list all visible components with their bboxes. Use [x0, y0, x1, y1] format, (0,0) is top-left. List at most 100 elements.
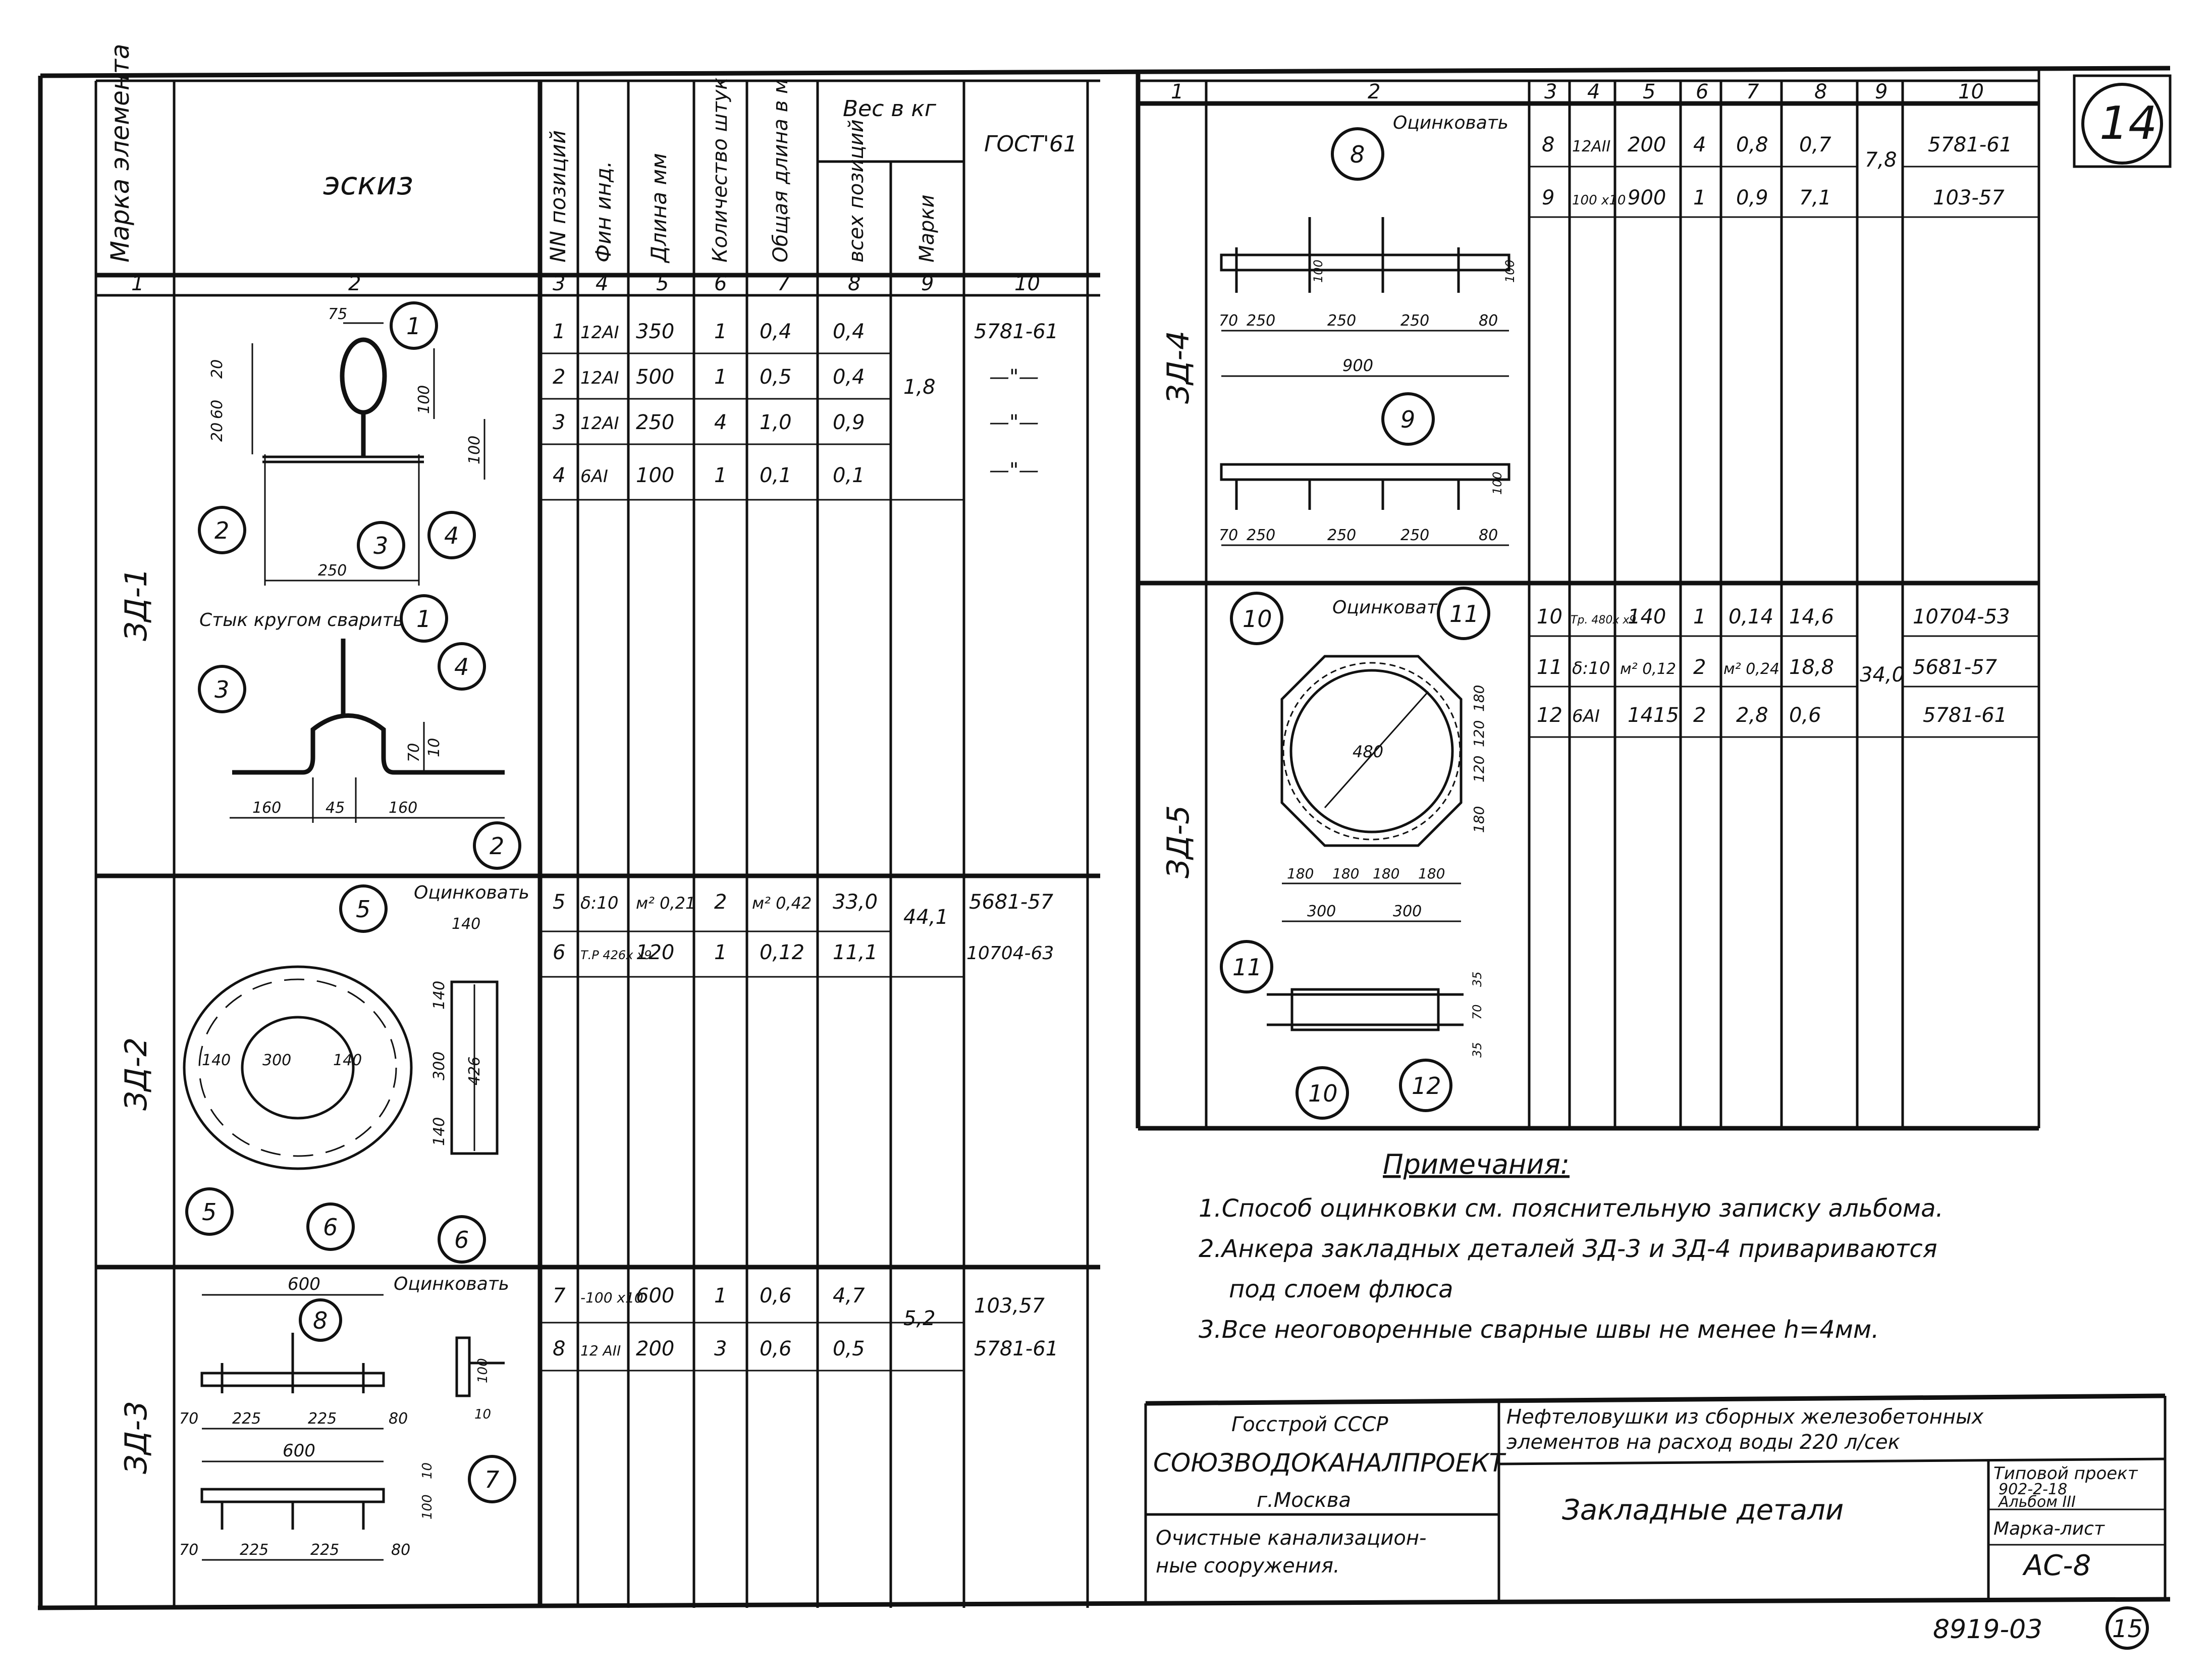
mark-zd2: ЗД-2 — [119, 1037, 154, 1111]
col-num: 6 — [714, 272, 727, 295]
table-row: 4 6AI 100 1 0,1 0,1 —"— — [553, 459, 1039, 487]
dim: 80 — [1479, 527, 1498, 544]
dim: 120 — [1471, 756, 1487, 782]
cell-length: 200 — [1628, 133, 1666, 156]
cell-profile: Т.Р 426х х9 — [580, 948, 652, 962]
cell-gost: 10704-53 — [1913, 605, 2010, 628]
cell-w-all: 0,1 — [833, 464, 865, 487]
dim: 100 — [475, 1358, 491, 1383]
col-num: 4 — [596, 272, 608, 295]
left-col-numbers: 1 2 3 4 5 6 7 8 9 10 — [131, 272, 1040, 295]
cell-w-mark: 34,0 — [1860, 663, 1905, 687]
cell-pos: 7 — [553, 1284, 566, 1307]
dim: 900 — [1342, 356, 1373, 375]
col-num: 10 — [1014, 272, 1040, 295]
balloon-4: 4 — [444, 522, 459, 549]
right-table-grid — [1136, 68, 2040, 1131]
cell-profile: 12AI — [580, 368, 619, 388]
galvanize-note: Оцинковать — [1393, 113, 1508, 133]
cell-total: 0,9 — [1736, 186, 1768, 210]
balloon-2: 2 — [214, 517, 229, 544]
dept-line1: Очистные канализацион- — [1156, 1527, 1426, 1550]
balloon-5: 5 — [356, 896, 370, 923]
cell-pos: 11 — [1537, 656, 1562, 679]
cell-w-all: 14,6 — [1789, 605, 1834, 628]
dim: 180 — [1471, 806, 1487, 833]
right-col-numbers: 1 2 3 4 5 6 7 8 9 10 — [1171, 80, 1984, 103]
balloon-1: 1 — [406, 312, 421, 340]
cell-pos: 3 — [553, 411, 565, 434]
title-block: Госстрой СССР СОЮЗВОДОКАНАЛПРОЕКТ г.Моск… — [1144, 1393, 2167, 1603]
table-row: 6 Т.Р 426х х9 120 1 0,12 11,1 10704-63 — [553, 941, 1054, 964]
dim: 45 — [326, 799, 345, 817]
balloon-3: 3 — [373, 532, 388, 559]
cell-gost: 103,57 — [974, 1294, 1045, 1318]
dim: 10 — [420, 1462, 435, 1479]
cell-w-all: 18,8 — [1789, 656, 1834, 679]
cell-length: 100 — [636, 464, 674, 487]
header-sketch: эскиз — [323, 165, 413, 202]
dim: 180 — [1332, 865, 1359, 882]
cell-qty: 1 — [714, 320, 727, 343]
dim: 250 — [1327, 527, 1356, 544]
cell-pos: 5 — [553, 891, 565, 914]
notes: Примечания: 1.Способ оцинковки см. поясн… — [1199, 1148, 1944, 1344]
dim: 160 — [252, 799, 281, 817]
cell-total: 1,0 — [760, 411, 792, 434]
dim: 20 — [208, 423, 226, 442]
sheet-number-top-text: 14 — [2099, 97, 2157, 150]
cell-w-all: 11,1 — [833, 941, 878, 964]
cell-gost: 5781-61 — [1928, 133, 2012, 156]
cell-profile: 12AII — [1572, 138, 1611, 155]
header-mark: Марка элемента — [105, 44, 135, 263]
cell-profile: 12 AII — [580, 1342, 621, 1359]
header-weight: Вес в кг — [843, 96, 937, 122]
col-num: 7 — [1746, 80, 1759, 103]
cell-pos: 1 — [553, 320, 565, 343]
balloon-6: 6 — [454, 1226, 469, 1253]
dim: 180 — [1471, 685, 1487, 712]
note-item: 1.Способ оцинковки см. пояснительную зап… — [1199, 1194, 1944, 1223]
cell-gost: 103-57 — [1933, 186, 2005, 210]
cell-total: 0,12 — [760, 941, 804, 964]
dim: 225 — [308, 1410, 337, 1428]
joint-note: Стык кругом сварить — [199, 610, 404, 631]
cell-pos: 9 — [1542, 186, 1554, 210]
dim: 250 — [1400, 527, 1429, 544]
cell-profile: 6AI — [580, 466, 608, 487]
header-qty: Количество штук — [709, 78, 732, 263]
table-row: 7 -100 х10 600 1 0,6 4,7 5,2 103,57 — [553, 1284, 1045, 1330]
balloon-8: 8 — [313, 1307, 328, 1334]
balloon-10: 10 — [1243, 605, 1272, 633]
table-row: 11 δ:10 м² 0,12 2 м² 0,24 18,8 5681-57 — [1537, 656, 1998, 679]
cell-w-mark: 5,2 — [903, 1307, 936, 1330]
cell-qty: 1 — [1693, 605, 1706, 628]
right-table-rows: ЗД-4 ЗД-5 8 12AII 200 4 0,8 0,7 7,8 5781… — [1161, 133, 2012, 878]
header-profile: Фин инд. — [591, 161, 616, 263]
table-row: 8 12 AII 200 3 0,6 0,5 5781-61 — [553, 1337, 1058, 1360]
dim: 180 — [1287, 865, 1314, 882]
dim: 100 — [466, 436, 483, 464]
project-line2: элементов на расход воды 220 л/сек — [1506, 1431, 1900, 1454]
cell-gost: 5681-57 — [1913, 656, 1998, 679]
dim: 70 — [405, 743, 423, 762]
cell-total: 0,1 — [760, 464, 792, 487]
dim: 140 — [430, 1117, 448, 1146]
header-total-len: Общая длина в м — [769, 79, 792, 263]
dim: 600 — [283, 1441, 315, 1461]
col-num: 8 — [1814, 80, 1827, 103]
balloon-4: 4 — [454, 653, 469, 680]
cell-gost: —"— — [989, 459, 1039, 482]
dim: 300 — [1307, 903, 1336, 920]
dim: 100 — [1311, 259, 1325, 283]
cell-profile: 100 х10 — [1572, 193, 1626, 208]
cell-total: 0,6 — [760, 1337, 792, 1360]
dim: 160 — [389, 799, 417, 817]
cell-length: 350 — [636, 320, 674, 343]
table-row: 12 6AI 1415 2 2,8 0,6 5781-61 — [1537, 704, 2007, 727]
cell-profile: δ:10 — [580, 893, 619, 913]
cell-gost: —"— — [989, 365, 1039, 389]
cell-total: м² 0,24 — [1723, 660, 1779, 678]
dept-line2: ные сооружения. — [1156, 1554, 1340, 1578]
table-row: 9 100 х10 900 1 0,9 7,1 103-57 — [1542, 186, 2005, 210]
